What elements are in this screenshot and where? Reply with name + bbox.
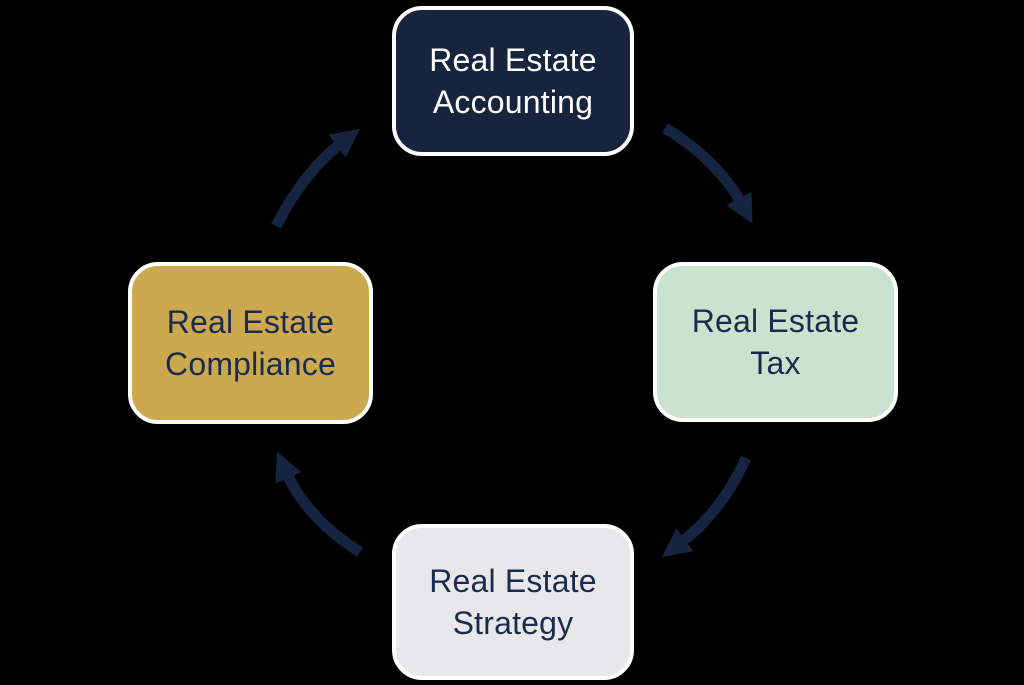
arrow-accounting-to-tax xyxy=(662,123,753,224)
node-label-line2: Accounting xyxy=(432,84,594,120)
node-real-estate-tax: Real Estate Tax xyxy=(653,262,898,422)
node-label-line2: Tax xyxy=(750,345,801,381)
node-label-line1: Real Estate xyxy=(429,562,597,599)
node-label: Real Estate Tax xyxy=(692,300,860,384)
node-label-line1: Real Estate xyxy=(166,303,335,340)
node-real-estate-accounting: Real Estate Accounting xyxy=(392,6,634,156)
node-label: Real Estate Strategy xyxy=(429,560,597,644)
arrow-compliance-to-accounting xyxy=(271,129,361,229)
node-label-line1: Real Estate xyxy=(691,302,860,339)
node-label: Real Estate Accounting xyxy=(429,39,597,123)
node-label-line2: Strategy xyxy=(452,605,574,641)
node-label-line1: Real Estate xyxy=(429,41,597,78)
node-label: Real Estate Compliance xyxy=(165,301,336,385)
node-label-line2: Compliance xyxy=(165,346,336,382)
node-real-estate-strategy: Real Estate Strategy xyxy=(392,524,634,680)
arrow-strategy-to-compliance xyxy=(275,451,363,557)
node-real-estate-compliance: Real Estate Compliance xyxy=(128,262,373,424)
arrow-tax-to-strategy xyxy=(661,455,752,558)
